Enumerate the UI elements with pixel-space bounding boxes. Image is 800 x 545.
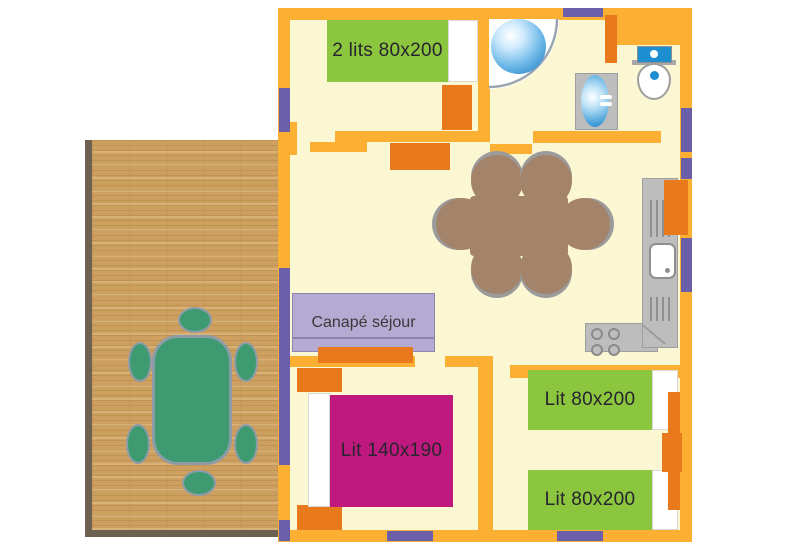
wall-bedroom1-bathroom-divider: [478, 20, 490, 142]
bedroom3-bed-bottom-label: Lit 80x200: [544, 489, 636, 510]
wall-wc-top: [617, 20, 680, 45]
bedroom1-nightstand: [442, 85, 472, 130]
deck-chair-right-1: [234, 342, 258, 382]
window-bedroom3-bottom: [557, 531, 603, 541]
window-living-deck-door: [279, 268, 290, 465]
window-bedroom2-bottom: [387, 531, 433, 541]
stove-burner: [608, 344, 620, 356]
bedroom2-bed-label: Lit 140x190: [340, 440, 443, 461]
bedroom3-nightstand: [662, 433, 682, 472]
kitchen-drainboard-groove: [656, 297, 658, 321]
wall-living-bedroom2-right: [445, 356, 478, 367]
window-kitchen-right-2: [681, 238, 692, 292]
window-bedroom1-left: [279, 88, 290, 132]
deck-chair-left-2: [126, 424, 150, 464]
sofa-label: Canapé séjour: [311, 313, 416, 331]
toilet-flush-button: [650, 50, 658, 58]
bedroom3-bed-top-label: Lit 80x200: [544, 389, 636, 410]
dining-table: [470, 196, 568, 256]
shower-head-ball: [491, 19, 546, 74]
kitchen-sink-icon: [649, 243, 676, 279]
wall-bathroom-door-panel: [490, 144, 532, 154]
washbasin-icon: [581, 75, 609, 127]
window-wc-right: [681, 108, 692, 152]
stove-burner: [608, 328, 620, 340]
deck-chair-top: [178, 307, 212, 333]
washbasin-faucet: [600, 102, 612, 106]
stove-burner: [591, 328, 603, 340]
wall-wc-left: [605, 15, 617, 63]
shower-curtain-arc: [489, 19, 559, 89]
fridge-icon: [664, 180, 688, 235]
bedroom2-wardrobe-bottom: [297, 505, 342, 530]
sofa-front-unit: [318, 347, 413, 363]
wall-bedroom1-bottom: [335, 131, 478, 142]
sofa: Canapé séjour: [292, 293, 435, 352]
kitchen-drainboard-groove: [656, 200, 658, 237]
bedroom1-bed-label: 2 lits 80x200: [332, 40, 443, 61]
bedroom2-double-bed: Lit 140x190: [330, 395, 453, 507]
bedroom2-wardrobe-top: [297, 368, 342, 392]
kitchen-sink-drain: [665, 268, 670, 273]
toilet-icon: [637, 63, 671, 100]
wall-bathroom-bottom: [533, 131, 661, 143]
washbasin-faucet: [600, 95, 612, 99]
kitchen-drainboard-groove: [650, 297, 652, 321]
stove-burner: [591, 344, 603, 356]
living-dresser: [390, 143, 450, 170]
kitchen-drainboard-groove: [650, 200, 652, 237]
deck-chair-bottom: [182, 470, 216, 496]
toilet-drain: [650, 71, 659, 80]
deck-chair-right-2: [234, 424, 258, 464]
bedroom3-bed-bottom: Lit 80x200: [528, 470, 652, 530]
bedroom1-pillow: [448, 20, 478, 82]
kitchen-drainboard-groove: [668, 297, 670, 321]
deck-chair-left-1: [128, 342, 152, 382]
wall-bedrooms-divider: [478, 356, 493, 530]
window-bottom-left-corner: [279, 520, 290, 541]
sofa-seat-line: [293, 337, 434, 339]
window-bathroom-top: [563, 8, 603, 17]
kitchen-drainboard-groove: [662, 200, 664, 237]
wall-bedroom1-door-panel: [310, 142, 367, 152]
bedroom3-bed-top: Lit 80x200: [528, 370, 652, 430]
deck-table: [152, 335, 232, 465]
bedroom2-pillow: [308, 393, 330, 507]
window-kitchen-right-1: [681, 158, 692, 179]
bedroom1-double-bed: 2 lits 80x200: [327, 20, 448, 82]
kitchen-drainboard-groove: [662, 297, 664, 321]
